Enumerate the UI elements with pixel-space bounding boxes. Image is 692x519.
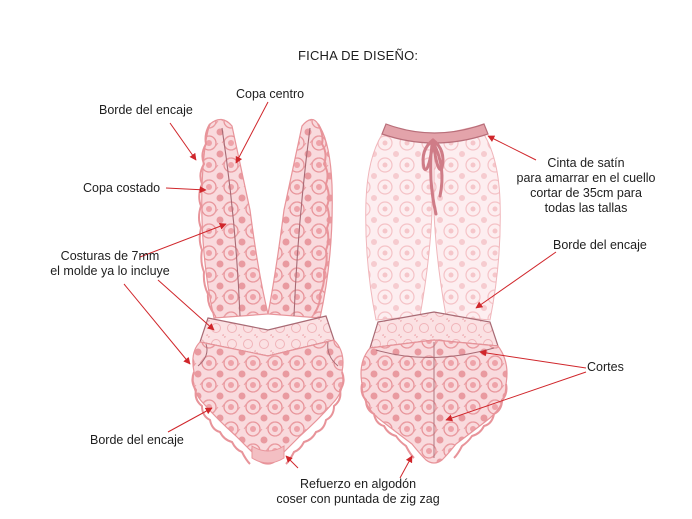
label-refuerzo: Refuerzo en algodón coser con puntada de… (258, 477, 458, 507)
arrow-borde-encaje-right (475, 251, 557, 309)
front-right-cup-seam (293, 127, 311, 317)
arrow-borde-encaje-bottom-left (167, 407, 213, 433)
label-copa-centro: Copa centro (236, 87, 305, 101)
label-borde-encaje-right: Borde del encaje (553, 238, 647, 252)
front-view (191, 118, 345, 465)
label-cinta-line4: todas las tallas (544, 201, 628, 215)
arrow-borde-encaje-top-left (169, 122, 197, 161)
arrow-refuerzo-front (285, 455, 299, 469)
leader-arrows (123, 101, 587, 479)
label-costuras-line2: el molde ya lo incluye (50, 264, 170, 278)
arrow-copa-centro (235, 101, 269, 164)
arrow-cortes-1 (479, 349, 587, 369)
label-refuerzo-line1: Refuerzo en algodón (299, 477, 417, 491)
label-cinta-line3: cortar de 35cm para (530, 186, 642, 200)
front-gusset (251, 445, 285, 464)
arrow-costuras-3 (123, 283, 191, 365)
label-cinta-line2: para amarrar en el cuello (516, 171, 656, 185)
label-copa-costado: Copa costado (83, 181, 161, 195)
back-left-panel (365, 125, 433, 321)
arrow-refuerzo-back (399, 455, 413, 479)
label-borde-encaje-top-left: Borde del encaje (99, 103, 193, 117)
arrow-cortes-2 (445, 371, 587, 422)
arrow-copa-costado (165, 186, 207, 194)
label-costuras: Costuras de 7mm el molde ya lo incluye (50, 249, 170, 279)
label-refuerzo-line2: coser con puntada de zig zag (276, 492, 440, 506)
back-view (360, 123, 508, 464)
label-cortes: Cortes (587, 360, 624, 374)
arrow-costuras-1 (139, 222, 227, 258)
neck-ribbon-band (381, 123, 489, 144)
label-cinta-saten: Cinta de satín para amarrar en el cuello… (505, 156, 667, 216)
back-right-panel (433, 125, 501, 321)
front-brief (192, 339, 344, 465)
satin-ribbon-tie (421, 138, 445, 216)
page-title: FICHA DE DISEÑO: (298, 48, 419, 63)
arrow-costuras-2 (157, 279, 215, 331)
front-left-cup (201, 118, 269, 319)
front-left-cup-seam (221, 127, 241, 317)
label-borde-encaje-bottom-left: Borde del encaje (90, 433, 184, 447)
label-cinta-line1: Cinta de satín (547, 156, 625, 170)
label-costuras-line1: Costuras de 7mm (60, 249, 160, 263)
arrow-cinta (487, 135, 537, 161)
